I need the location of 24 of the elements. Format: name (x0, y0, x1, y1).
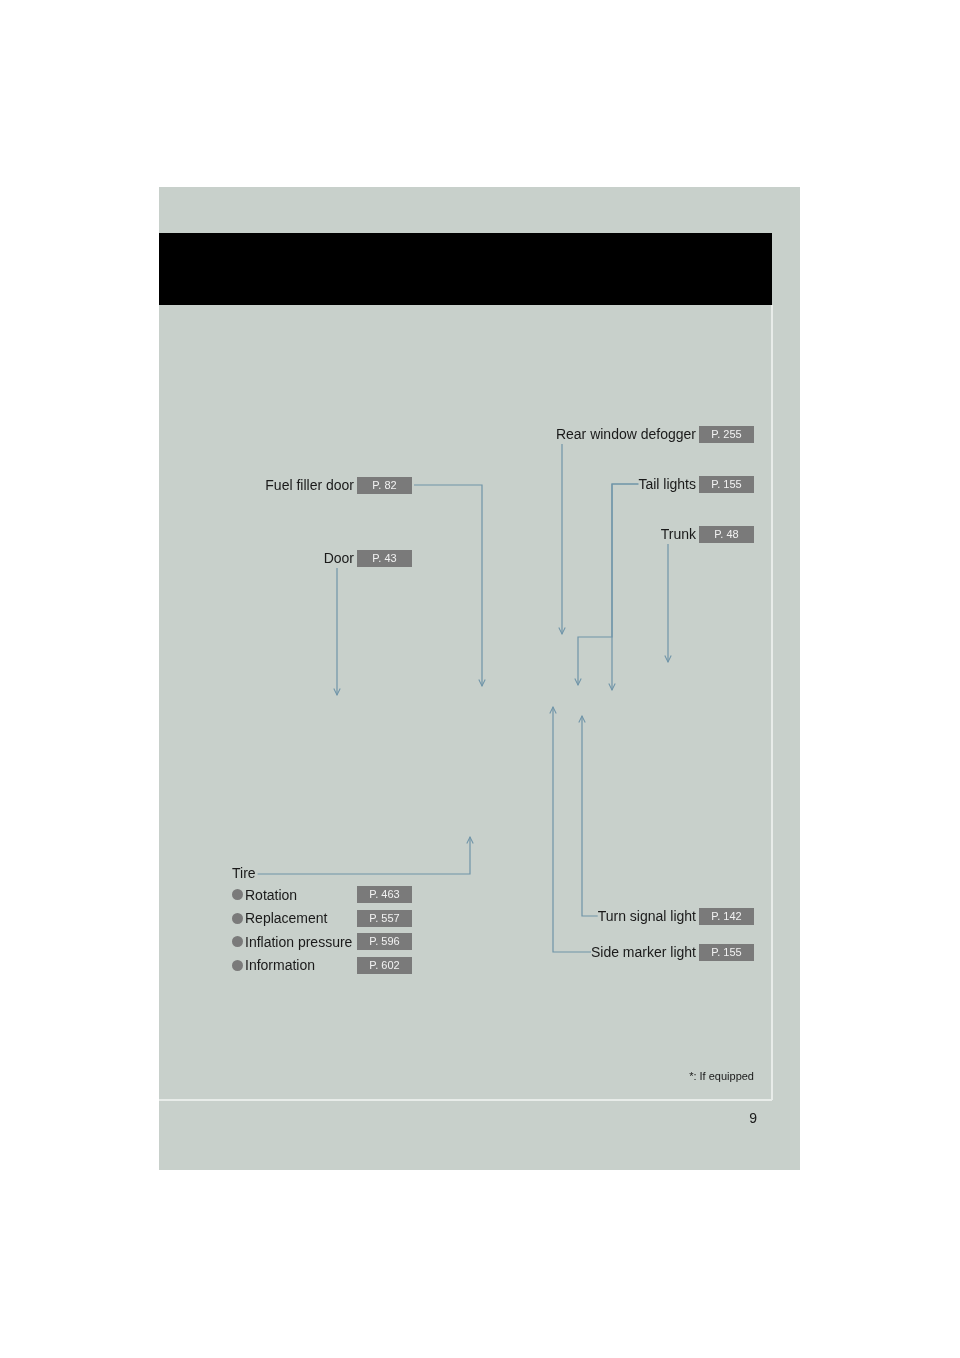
callout-text: Fuel filler door (265, 476, 354, 494)
leader-line (664, 543, 672, 663)
page-number: 9 (749, 1110, 757, 1126)
callout-text: Side marker light (590, 943, 696, 961)
page-reference: P. 596 (357, 933, 412, 951)
callout-text: Tail lights (638, 475, 696, 493)
callout-text: Turn signal light (597, 907, 696, 925)
list-item: Replacement (245, 909, 329, 928)
callout-text: Door (323, 549, 354, 567)
leader-line (333, 567, 341, 696)
page-reference: P. 463 (357, 886, 412, 904)
leader-line (257, 836, 474, 875)
leader-line (549, 706, 592, 953)
leader-line (558, 443, 566, 635)
list-item: Inflation pressure (245, 932, 354, 951)
leader-line (574, 483, 639, 686)
list-item: Information (245, 956, 317, 975)
callout-text: Rear window defogger (555, 425, 696, 443)
footnote: *: If equipped (689, 1070, 754, 1082)
leader-line (413, 484, 486, 687)
callout-text: Tire (232, 864, 256, 882)
callout-text: Trunk (660, 525, 696, 543)
list-item: Rotation (245, 885, 299, 904)
leader-line (578, 715, 599, 917)
